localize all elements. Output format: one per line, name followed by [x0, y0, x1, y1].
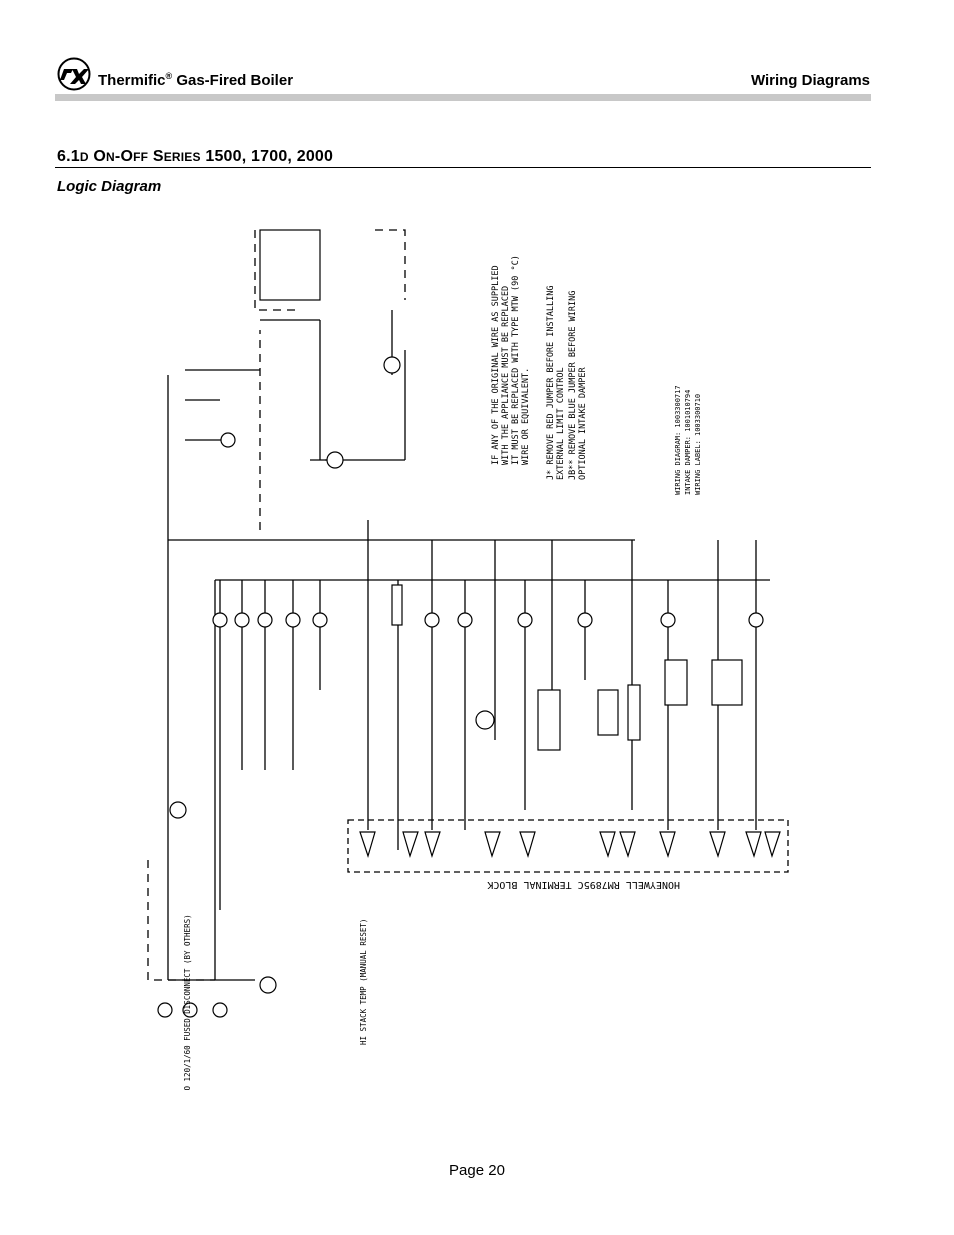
wiring-info-line-1: WIRING DIAGRAM: 1003300717 — [674, 385, 682, 495]
wire-note-line-4: WIRE OR EQUIVALENT. — [521, 368, 531, 465]
jumper-note-line-3: JB** REMOVE BLUE JUMPER BEFORE WIRING — [568, 291, 578, 480]
hi-stack-label: HI STACK TEMP (MANUAL RESET) — [359, 919, 368, 1045]
wiring-info-line-2: INTAKE DAMPER: 1001010794 — [684, 390, 692, 495]
wiring-info-line-3: WIRING LABEL: 1003300710 — [694, 394, 702, 495]
section-name: Wiring Diagrams — [750, 72, 870, 89]
wire-note-line-2: WITH THE APPLIANCE MUST BE REPLACED — [501, 286, 511, 465]
wire-note-line-1: IF ANY OF THE ORIGINAL WIRE AS SUPPLIED — [491, 265, 501, 465]
diagram-subtitle: Logic Diagram — [57, 178, 162, 195]
jumper-note-line-4: OPTIONAL INTAKE DAMPER — [578, 367, 588, 480]
logic-wiring-diagram: IF ANY OF THE ORIGINAL WIRE AS SUPPLIED … — [147, 229, 789, 1090]
jumper-note-line-1: J* REMOVE RED JUMPER BEFORE INSTALLING — [546, 286, 556, 480]
terminal-block-label: HONEYWELL RM7895C TERMINAL BLOCK — [487, 879, 680, 890]
brand-logo-icon — [57, 57, 91, 91]
document-title: Thermific® Gas-Fired Boiler — [98, 71, 294, 90]
section-heading: 6.1D ON-OFF SERIES 1500, 1700, 2000 — [57, 148, 334, 165]
jumper-note-line-2: EXTERNAL LIMIT CONTROL — [556, 367, 566, 480]
page-footer: Page 20 — [449, 1162, 505, 1179]
header-divider — [55, 94, 871, 101]
section-rule — [55, 167, 871, 168]
wire-note-line-3: IT MUST BE REPLACED WITH TYPE MTW (90 °C… — [511, 255, 521, 465]
supply-label: TO 120/1/60 FUSED DISCONNECT (BY OTHERS) — [183, 914, 192, 1090]
